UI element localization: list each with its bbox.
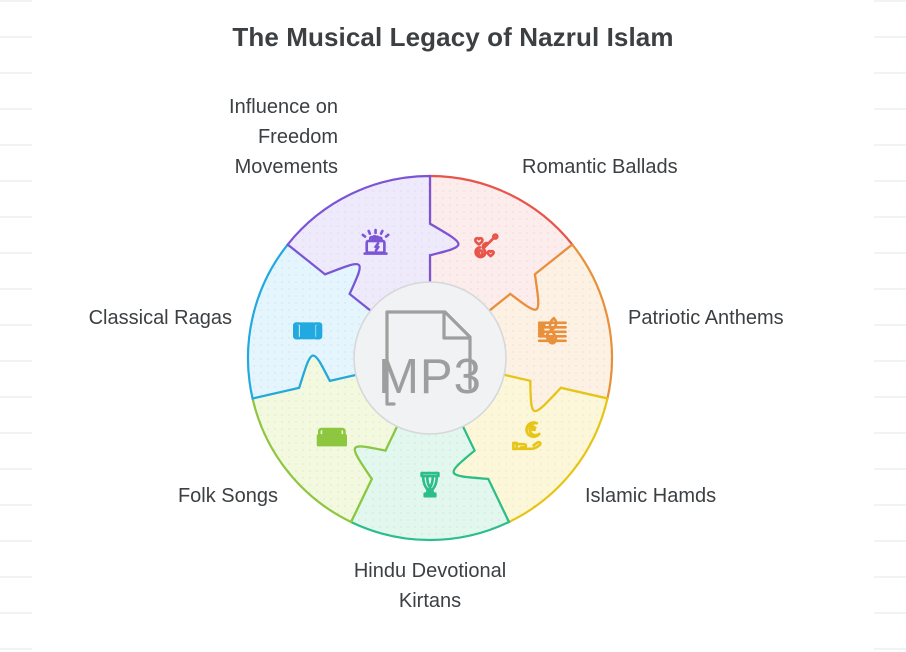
hand-crescent-star-icon — [512, 421, 542, 451]
label-influence-on-freedom-movements: Influence on Freedom Movements — [229, 96, 338, 178]
segment-influence-on-freedom-movements[interactable] — [286, 174, 460, 313]
music-staff-treble-clef-icon — [537, 316, 567, 345]
label-patriotic-anthems: Patriotic Anthems — [628, 307, 784, 329]
mp3-file-icon — [385, 310, 472, 406]
segment-hindu-devotional-kirtans[interactable] — [349, 424, 511, 542]
label-folk-songs: Folk Songs — [177, 485, 278, 507]
center-disc — [353, 281, 507, 435]
raised-fist-icon — [361, 228, 390, 255]
label-islamic-hamds: Islamic Hamds — [585, 485, 717, 507]
label-classical-ragas: Classical Ragas — [88, 307, 232, 329]
harmonium-icon — [316, 427, 347, 447]
segment-classical-ragas[interactable] — [246, 242, 373, 400]
guitar-hearts-icon — [473, 233, 499, 259]
mp3-label: MP3 — [378, 350, 482, 404]
label-hindu-devotional-kirtans: Hindu Devotional Kirtans — [353, 560, 507, 612]
accordion-icon — [293, 322, 323, 340]
page-title: The Musical Legacy of Nazrul Islam — [232, 22, 674, 52]
tabla-drum-icon — [420, 471, 440, 498]
label-romantic-ballads: Romantic Ballads — [522, 156, 678, 178]
